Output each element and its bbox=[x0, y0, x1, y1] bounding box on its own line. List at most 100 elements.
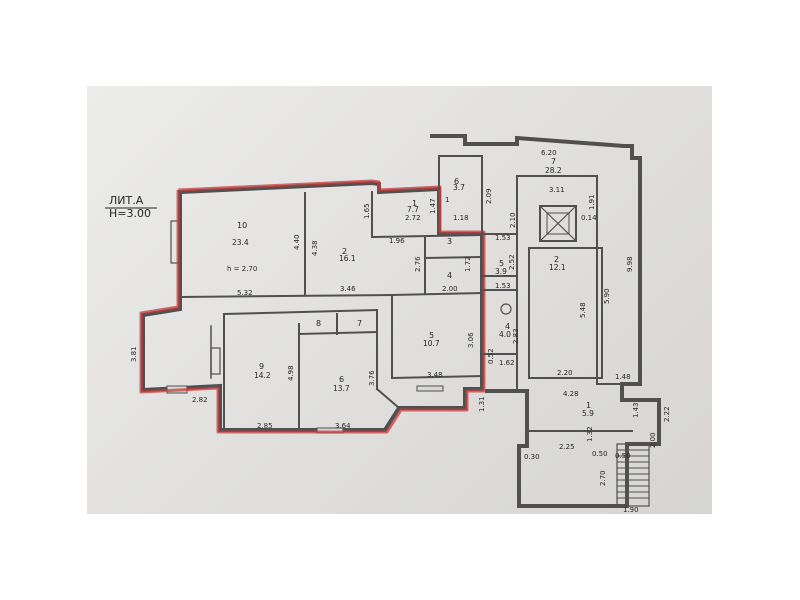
dimension-label: 3.48 bbox=[427, 371, 443, 379]
dimension-label: 4.38 bbox=[311, 240, 319, 256]
window-bottom-right bbox=[416, 385, 444, 392]
room-area: 13.7 bbox=[333, 384, 350, 393]
dimension-label: 2.76 bbox=[414, 256, 422, 272]
dimension-label: 1.47 bbox=[429, 198, 437, 214]
dimension-label: 0.50 bbox=[592, 450, 608, 458]
wall-h1 bbox=[178, 293, 394, 299]
dimension-label: 3.81 bbox=[130, 346, 138, 362]
dimension-label: 1.90 bbox=[623, 506, 639, 514]
room-number: 7 bbox=[357, 319, 362, 328]
dimension-label: 3.76 bbox=[368, 370, 376, 386]
dimension-label: 1.65 bbox=[363, 203, 371, 219]
right-unit-walls bbox=[430, 134, 661, 508]
wall-h4 bbox=[423, 255, 481, 260]
dimension-label: 2.09 bbox=[485, 188, 493, 204]
dimension-label: 2.00 bbox=[442, 285, 458, 293]
room-number: 6 bbox=[454, 177, 459, 186]
title-letter: ЛИТ.А bbox=[109, 194, 144, 207]
floor-plan: ЛИТ.А H=3.00 10 23.4 h = 2.70 2 16.1 1 7… bbox=[105, 134, 671, 514]
room-height-note: h = 2.70 bbox=[227, 265, 257, 273]
dimension-label: 4.28 bbox=[563, 390, 579, 398]
wall-h3 bbox=[390, 291, 484, 297]
dimension-label: 2.70 bbox=[599, 470, 607, 486]
dimension-label: 2.52 bbox=[508, 254, 516, 270]
dimension-label: 2.10 bbox=[509, 212, 517, 228]
dimension-label: 2.22 bbox=[663, 406, 671, 422]
dimension-label: 1.96 bbox=[389, 237, 405, 245]
apartment-red-outline bbox=[139, 179, 486, 434]
wall-h5 bbox=[390, 374, 484, 380]
room-number: 4 bbox=[447, 271, 452, 280]
lift-shaft bbox=[539, 205, 577, 242]
door-left bbox=[210, 347, 221, 375]
dimension-label: 3.64 bbox=[335, 422, 351, 430]
dimension-label: 1.91 bbox=[588, 194, 596, 210]
dimension-label: 0.50 bbox=[615, 452, 631, 460]
dimension-label: 9.98 bbox=[626, 256, 634, 272]
room-number: 1 bbox=[412, 199, 417, 208]
dimension-label: 4.98 bbox=[287, 365, 295, 381]
dimension-label: 1.53 bbox=[495, 282, 511, 290]
room-area: 23.4 bbox=[232, 238, 249, 247]
room-area: 3.7 bbox=[453, 183, 465, 192]
dimension-label: 1.31 bbox=[478, 396, 486, 412]
dimension-label: 2.82 bbox=[192, 396, 208, 404]
dimension-label: 1.32 bbox=[586, 426, 594, 442]
dimension-label: 1.62 bbox=[499, 359, 515, 367]
dimension-label: 3.46 bbox=[340, 285, 356, 293]
dimension-label: 1.72 bbox=[464, 256, 472, 272]
dimension-label: 4.40 bbox=[293, 234, 301, 250]
stair-well bbox=[528, 247, 603, 379]
dimension-label: 1 bbox=[445, 196, 449, 204]
room-area: 3.9 bbox=[495, 267, 507, 276]
room-number: 9 bbox=[259, 362, 264, 371]
entrance-stairs bbox=[616, 443, 650, 507]
wall-h6 bbox=[222, 308, 379, 316]
room-area: 5.9 bbox=[582, 409, 594, 418]
dimension-label: 2.72 bbox=[405, 214, 421, 222]
room-number: 5 bbox=[429, 331, 434, 340]
room-area: 10.7 bbox=[423, 339, 440, 348]
plan-photo-background bbox=[87, 86, 712, 514]
room-number: 1 bbox=[586, 401, 591, 410]
dimension-label: 0.30 bbox=[524, 453, 540, 461]
dimension-label: 3.06 bbox=[467, 332, 475, 348]
lift-cabin bbox=[546, 212, 570, 235]
dimension-label: 1.18 bbox=[453, 214, 469, 222]
room-area: 16.1 bbox=[339, 254, 356, 263]
room-area: 7.7 bbox=[407, 205, 419, 214]
title-height: H=3.00 bbox=[109, 207, 151, 220]
column-circle bbox=[500, 303, 512, 315]
room-number: 6 bbox=[339, 375, 344, 384]
dimension-label: 0.52 bbox=[487, 348, 495, 364]
room-number: 5 bbox=[499, 259, 504, 268]
room-area: 12.1 bbox=[549, 263, 566, 272]
room-number: 3 bbox=[447, 237, 452, 246]
dimension-label: 0.14 bbox=[581, 214, 597, 222]
room-area: 14.2 bbox=[254, 371, 271, 380]
dimension-label: 1.53 bbox=[495, 234, 511, 242]
wall-h2 bbox=[370, 233, 484, 239]
dimension-label: 6.20 bbox=[541, 149, 557, 157]
room-number: 4 bbox=[505, 322, 510, 331]
stair-flight bbox=[616, 443, 650, 507]
dimension-label: 2.20 bbox=[557, 369, 573, 377]
room-number: 8 bbox=[316, 319, 321, 328]
dimension-label: 5.32 bbox=[237, 289, 253, 297]
room-number: 7 bbox=[551, 157, 556, 166]
lift-cross-2 bbox=[539, 205, 577, 242]
dimension-label: 3.11 bbox=[549, 186, 565, 194]
dimension-label: 5.90 bbox=[603, 288, 611, 304]
wall-d1 bbox=[375, 387, 401, 410]
dimension-label: 2.83 bbox=[512, 328, 520, 344]
dimension-label: 1.43 bbox=[632, 402, 640, 418]
dimension-label: 1.48 bbox=[615, 373, 631, 381]
dimension-label: 5.48 bbox=[579, 302, 587, 318]
room-number: 2 bbox=[342, 247, 347, 256]
dimension-label: 2.00 bbox=[649, 432, 657, 448]
dimension-label: 2.25 bbox=[559, 443, 575, 451]
dimension-label: 2.85 bbox=[257, 422, 273, 430]
room-number: 10 bbox=[237, 221, 247, 230]
window-side bbox=[170, 220, 181, 264]
outer-wall bbox=[141, 180, 484, 432]
